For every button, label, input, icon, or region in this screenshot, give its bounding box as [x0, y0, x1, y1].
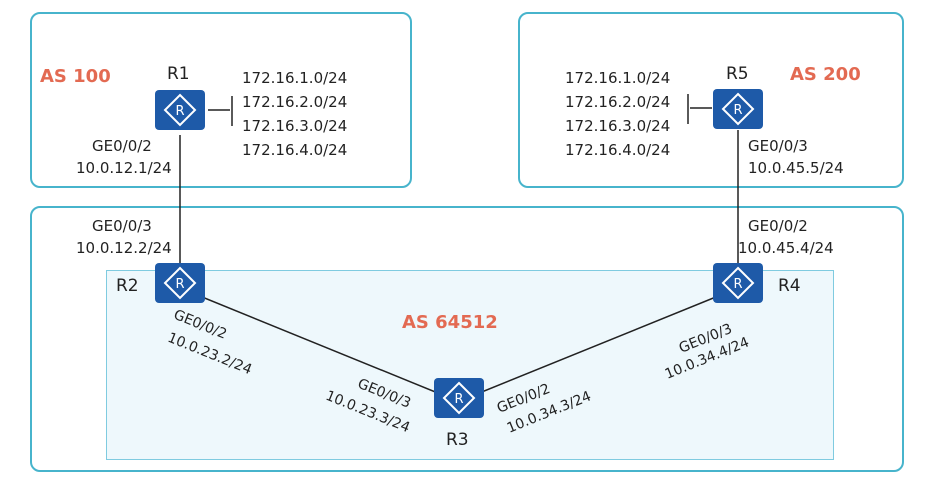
r5-interface-name: GE0/0/3 — [748, 137, 808, 155]
prefix-item: 172.16.1.0/24 — [242, 69, 348, 87]
svg-text:R: R — [733, 277, 742, 292]
as64512-inner-area — [106, 270, 834, 460]
prefix-item: 172.16.4.0/24 — [242, 141, 348, 159]
r4-upstream-interface-name: GE0/0/2 — [748, 217, 808, 235]
prefix-item: 172.16.3.0/24 — [565, 117, 671, 135]
as200-area — [518, 12, 904, 188]
r2-upstream-interface-name: GE0/0/3 — [92, 217, 152, 235]
svg-text:R: R — [175, 277, 184, 292]
prefix-item: 172.16.4.0/24 — [565, 141, 671, 159]
link-r2-r3 — [179, 287, 456, 401]
as64512-label: AS 64512 — [402, 312, 498, 333]
r1-interface-name: GE0/0/2 — [92, 137, 152, 155]
r4-label: R4 — [778, 276, 801, 296]
svg-text:R: R — [175, 104, 184, 119]
r1-interface-ip: 10.0.12.1/24 — [76, 159, 172, 177]
as200-label: AS 200 — [790, 64, 861, 85]
r1-prefix-list: 172.16.1.0/24 172.16.2.0/24 172.16.3.0/2… — [242, 66, 347, 162]
router-icon[interactable]: R — [154, 262, 206, 304]
r2-upstream-interface-ip: 10.0.12.2/24 — [76, 239, 172, 257]
router-icon[interactable]: R — [712, 262, 764, 304]
svg-text:R: R — [454, 392, 463, 407]
r5-interface-ip: 10.0.45.5/24 — [748, 159, 844, 177]
prefix-item: 172.16.2.0/24 — [242, 93, 348, 111]
r5-prefix-list: 172.16.1.0/24 172.16.2.0/24 172.16.3.0/2… — [565, 66, 670, 162]
prefix-item: 172.16.1.0/24 — [565, 69, 671, 87]
as64512-area — [30, 206, 904, 472]
as100-label: AS 100 — [40, 66, 111, 87]
r3-label: R3 — [446, 430, 469, 450]
r4-upstream-interface-ip: 10.0.45.4/24 — [738, 239, 834, 257]
svg-text:R: R — [733, 103, 742, 118]
r5-label: R5 — [726, 64, 749, 84]
prefix-item: 172.16.2.0/24 — [565, 93, 671, 111]
router-icon[interactable]: R — [433, 377, 485, 419]
link-r3-r4 — [461, 287, 739, 401]
r2-label: R2 — [116, 276, 139, 296]
as100-area — [30, 12, 412, 188]
router-icon[interactable]: R — [712, 88, 764, 130]
r1-label: R1 — [167, 64, 190, 84]
router-icon[interactable]: R — [154, 89, 206, 131]
prefix-item: 172.16.3.0/24 — [242, 117, 348, 135]
